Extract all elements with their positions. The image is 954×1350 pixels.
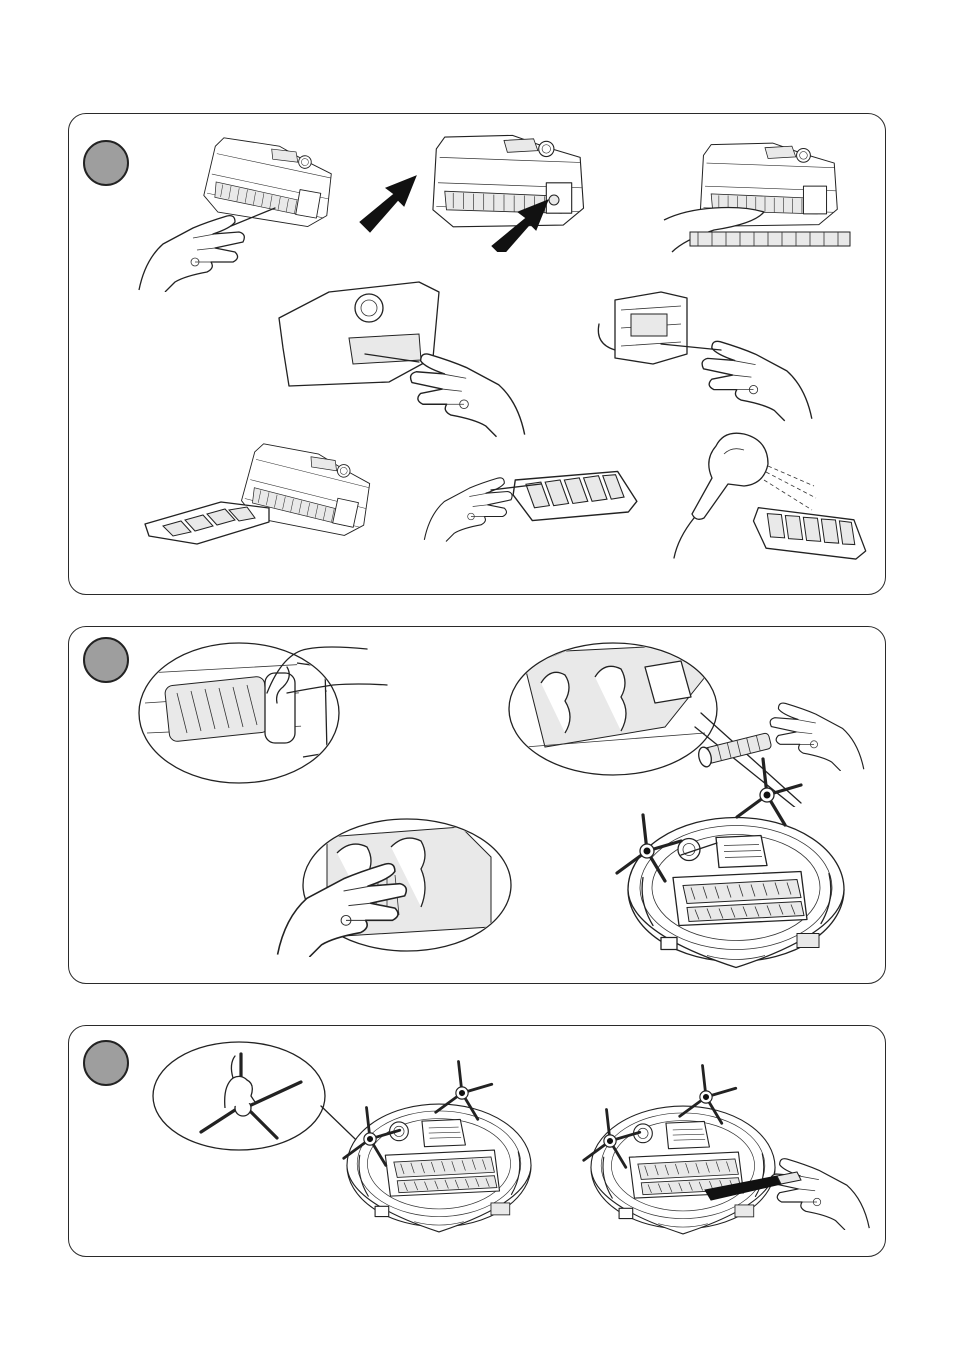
hair-dryer-icon xyxy=(692,433,768,519)
panel-side-brush-cleaning xyxy=(68,1025,886,1257)
brushing-bin-interior-illustration xyxy=(269,278,529,438)
release-clips-arrows-illustration xyxy=(354,132,599,252)
brushing-filter-grid-illustration xyxy=(421,454,641,549)
step-marker-circle xyxy=(83,140,129,186)
brushing-filter-slot-illustration xyxy=(591,284,816,424)
clean-robot-underside-illustration xyxy=(575,1062,881,1258)
arrow-left-icon xyxy=(360,176,416,232)
panel-bin-and-filter-cleaning xyxy=(68,113,886,595)
panel-main-brush-cleaning xyxy=(68,626,886,984)
drying-filter-illustration xyxy=(664,426,874,566)
step-marker-circle xyxy=(83,1040,129,1086)
robot-underside-side-brushes-illustration xyxy=(335,1054,539,1252)
brushing-dust-bin-illustration xyxy=(135,122,345,292)
lift-brush-detail-illustration xyxy=(137,633,397,787)
remove-roller-assembly-illustration xyxy=(654,140,864,270)
remove-hair-from-brush-detail-illustration xyxy=(271,817,515,957)
robot-underside-brush-removal-illustration xyxy=(607,755,857,983)
bin-with-open-filter-tray-illustration xyxy=(141,432,376,562)
step-marker-circle xyxy=(83,637,129,683)
